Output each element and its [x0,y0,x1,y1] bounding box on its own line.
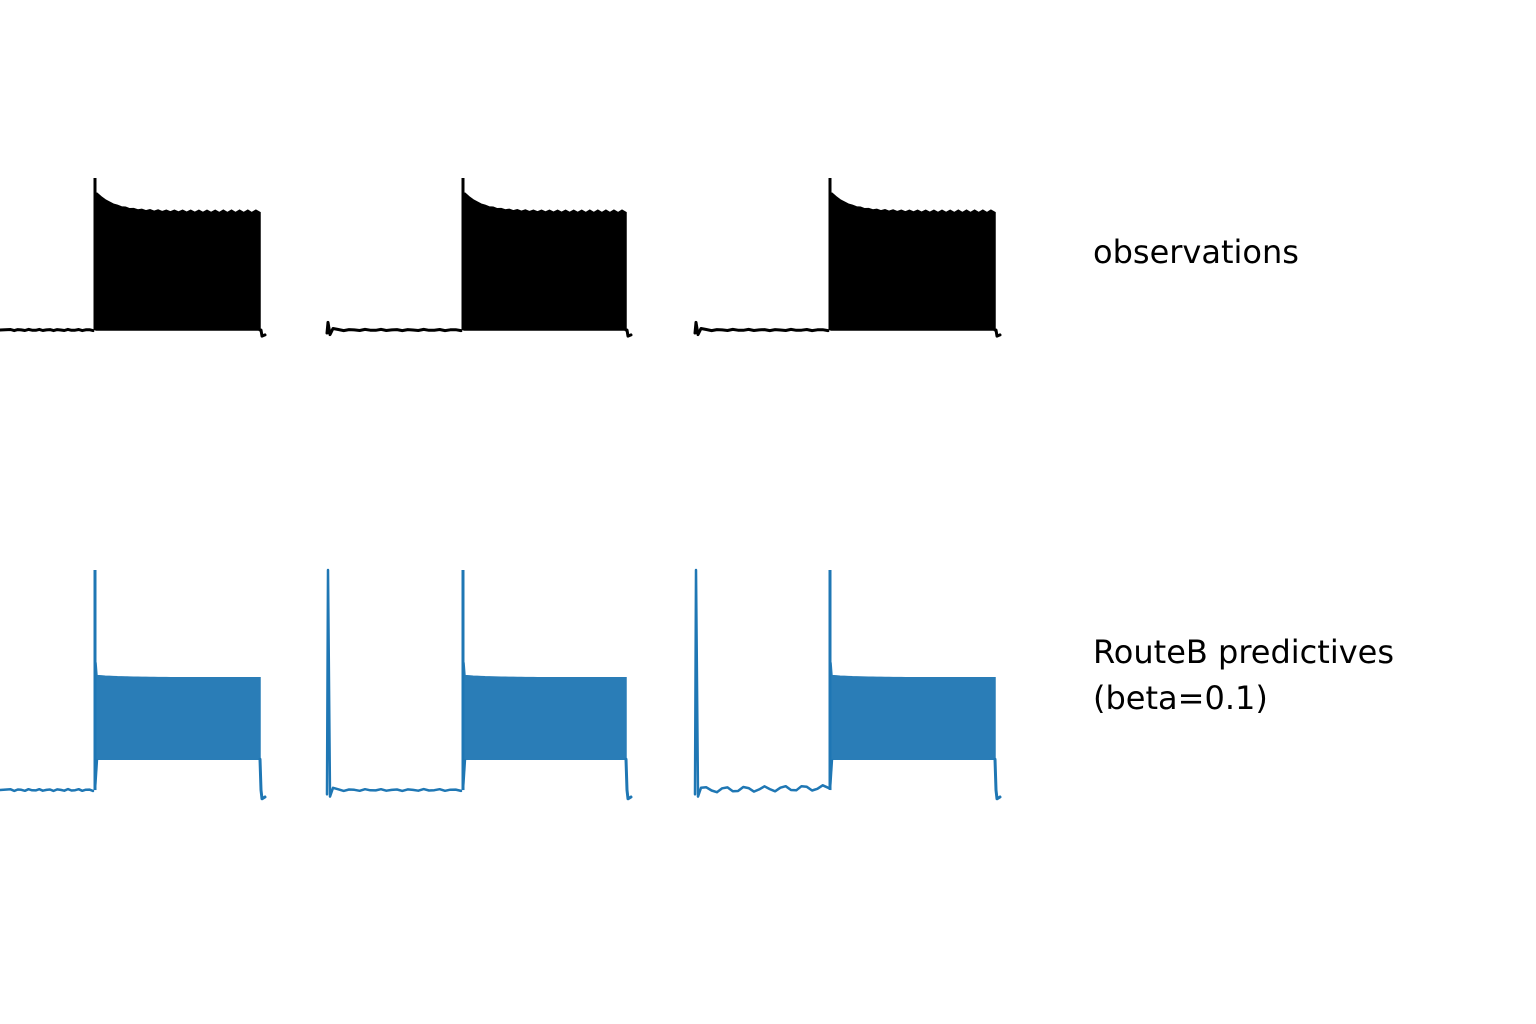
offset-tail [624,328,633,338]
trace-row-1 [0,568,1002,801]
onset-step [461,759,467,791]
offset-tail [993,328,1002,338]
trace-baseline [693,320,830,337]
row-label-predictives: RouteB predictives (beta=0.1) [1093,629,1394,721]
row-label-observations: observations [1093,229,1299,275]
trace-panel [325,178,633,338]
oscillation-envelope [463,192,627,331]
oscillation-envelope [830,192,996,331]
row-label-line: observations [1093,233,1299,271]
oscillation-envelope [95,192,261,331]
trace-baseline [0,787,95,793]
oscillation-envelope [830,662,996,760]
oscillation-envelope [463,662,627,760]
trace-panel [0,178,267,338]
onset-step [828,759,834,791]
trace-panel [0,570,267,801]
offset-tail [258,757,267,801]
row-label-line: RouteB predictives [1093,633,1394,671]
trace-row-0 [0,178,1002,338]
offset-tail [624,757,633,801]
trace-panel [693,568,1002,801]
row-label-line: (beta=0.1) [1093,679,1268,717]
offset-tail [993,757,1002,801]
trace-baseline [0,327,95,333]
trace-baseline [693,568,830,798]
trace-panel [693,178,1002,338]
trace-baseline [325,320,463,337]
onset-step [93,759,99,791]
trace-panel [325,568,633,801]
offset-tail [258,328,267,338]
trace-baseline [325,568,463,798]
oscillation-envelope [95,662,261,760]
